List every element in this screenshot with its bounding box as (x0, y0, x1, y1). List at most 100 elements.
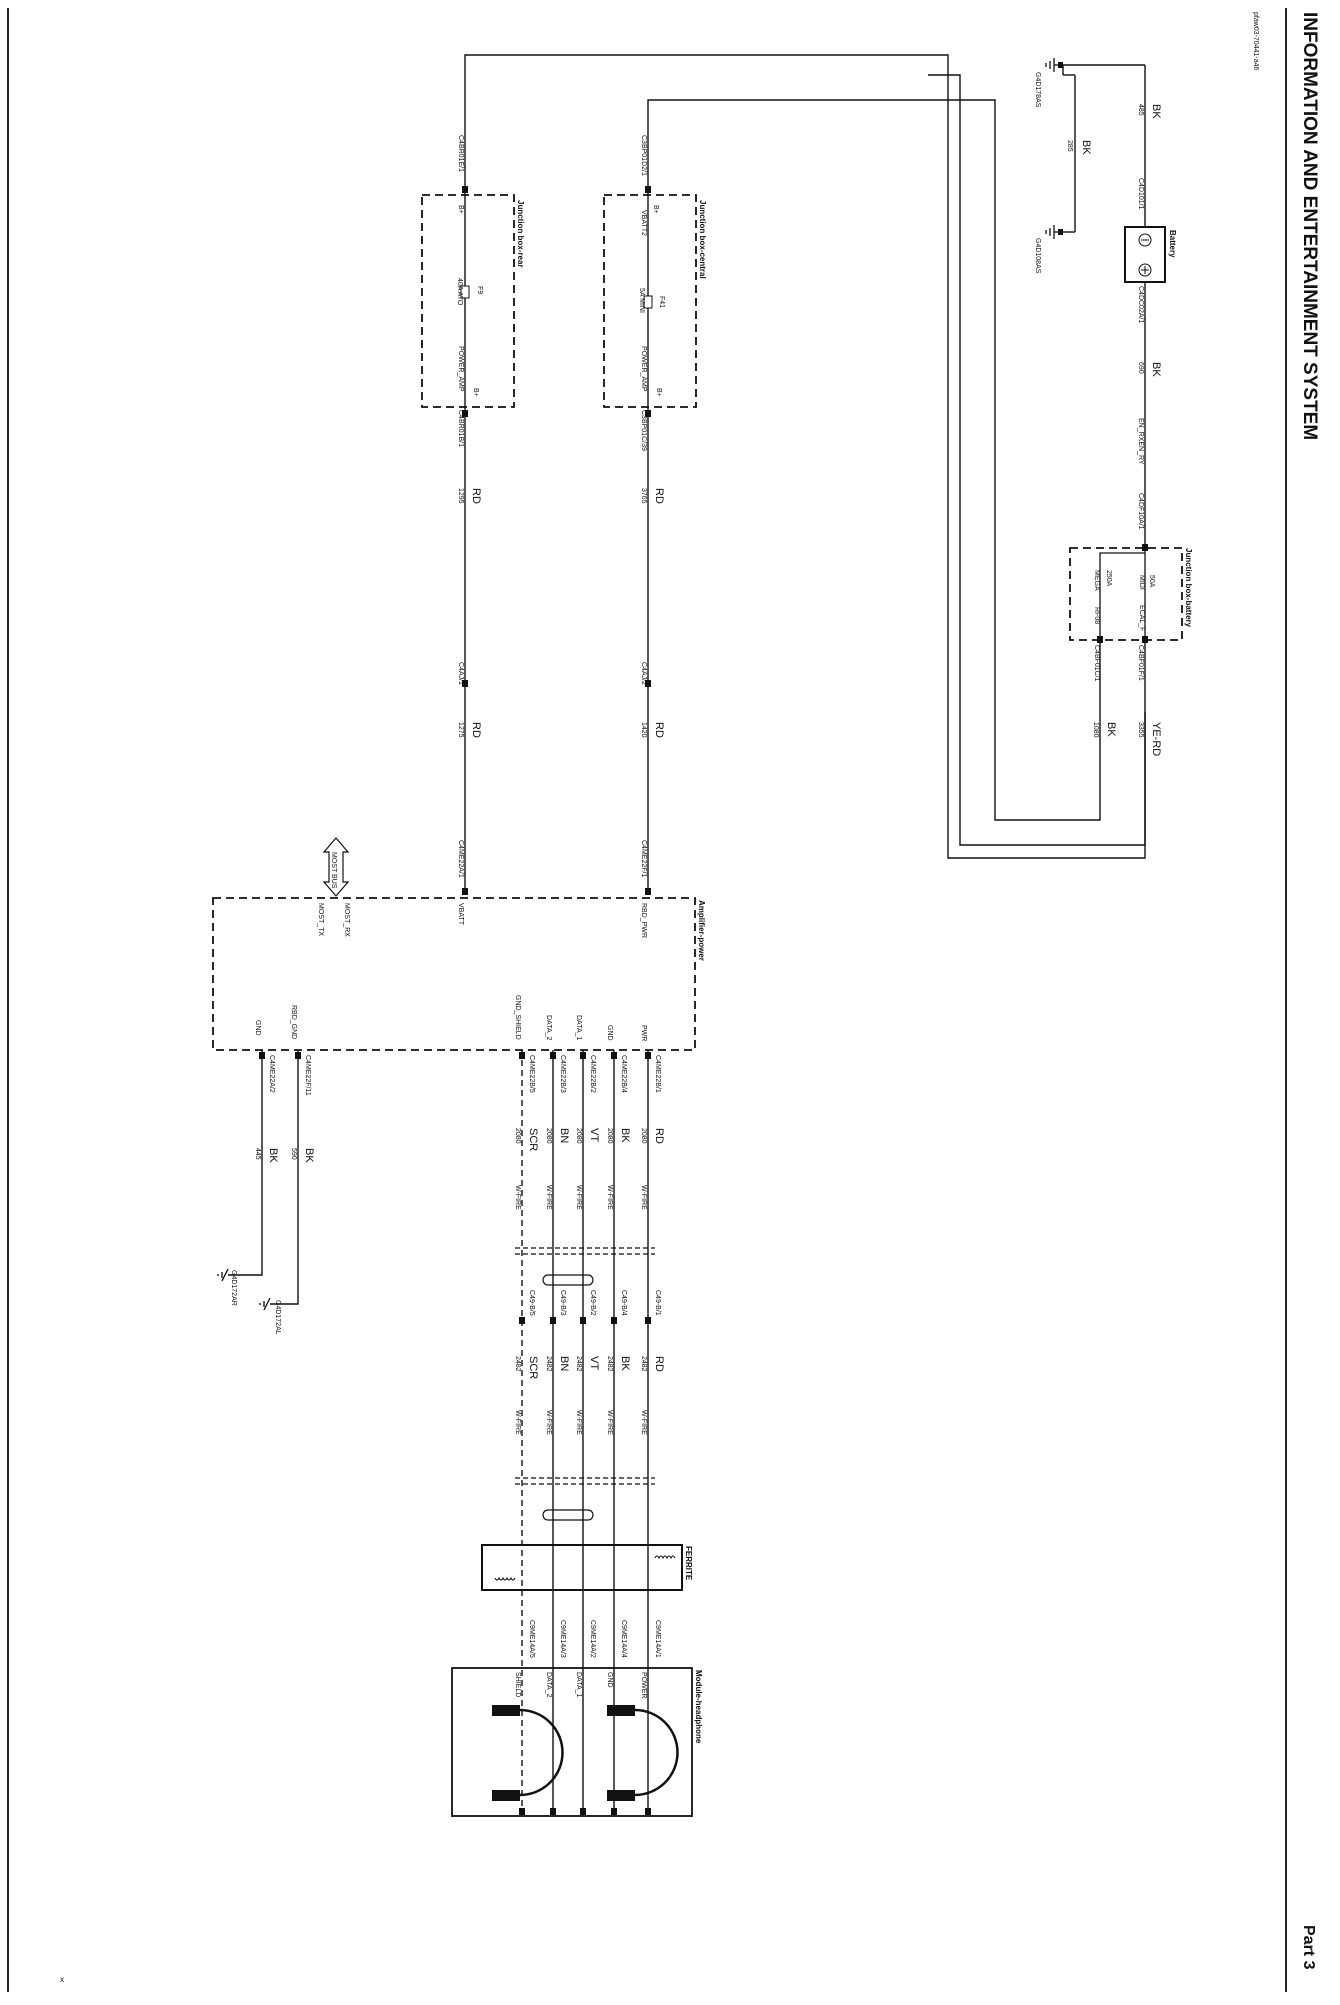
junction-battery-internal (1099, 548, 1146, 640)
harness1-color-1: RD (653, 1128, 665, 1144)
module-headphone (451, 1667, 693, 1817)
harness2-color-4: BN (558, 1356, 570, 1371)
ferrite (481, 1544, 683, 1591)
wire-bk-1080-color: BK (1105, 722, 1117, 737)
inline-pin-2: C49-B/4 (620, 1290, 627, 1316)
wire-bk-690-color: BK (1150, 362, 1162, 377)
ground-wire-2-size: 445 (254, 1148, 261, 1160)
junction-central-out-label: POWER_AMP (640, 346, 647, 392)
fuse-50a-pin: ECAL_F (1138, 605, 1145, 631)
fuse-50a-rating: 50A (1148, 575, 1155, 588)
harness2-size-2: 2482 (606, 1356, 613, 1372)
inline-pin-1: C49-B/1 (654, 1290, 661, 1316)
harness2-color-2: BK (619, 1356, 631, 1371)
amplifier-power (212, 897, 696, 1051)
page-part: Part 3 (1300, 1925, 1317, 1970)
junction-box-central-title: Junction box-central (698, 200, 707, 279)
harness2-color-5: SCR (527, 1356, 539, 1379)
wire-rd-1295-size: 1295 (457, 488, 464, 504)
harness1-spec-4: W-FIRE (545, 1185, 552, 1210)
ferrite-coil-symbols (494, 1555, 676, 1581)
fuse-250a-pin: RF08 (1093, 607, 1100, 624)
amp-pin-1-id: C4ME22B/1 (654, 1055, 661, 1093)
harness2-spec-3: W-FIRE (575, 1410, 582, 1435)
amp-vbatt-pin: C4ME22A/1 (457, 840, 464, 878)
amp-pin-1-label: PWR (640, 1025, 647, 1041)
wire-bk-485-color: BK (1150, 104, 1162, 119)
junction-central-out-b-label: B+ (655, 388, 662, 397)
amp-ground-wires (228, 1050, 299, 1305)
junction-central-out-pin: C3BP01C/39 (640, 410, 647, 451)
harness2-size-1: 2482 (640, 1356, 647, 1372)
junction-box-rear (421, 194, 515, 408)
harness-break-1 (515, 1247, 655, 1255)
ground-wire-1-ground: G4D172AL (274, 1300, 281, 1335)
headphone-pin-5-id: C9ME14A/5 (528, 1620, 535, 1658)
wire-bk-1080-size: 1080 (1092, 722, 1099, 738)
amp-pin-4-label: DATA_2 (545, 1015, 552, 1041)
harness1-spec-3: W-FIRE (575, 1185, 582, 1210)
harness2-spec-5: W-FIRE (514, 1410, 521, 1435)
amp-rbd-gnd-pin: C4ME22F/11 (304, 1055, 311, 1096)
harness2-size-5: 2482 (514, 1356, 521, 1372)
wire-ye-rd-color: YE-RD (1150, 722, 1162, 756)
harness1-color-5: SCR (527, 1128, 539, 1151)
fuse-f41-symbol (643, 295, 653, 309)
most-bus-label: MOST BUS (330, 852, 337, 889)
harness1-color-3: VT (588, 1128, 600, 1142)
fuse-50a-type: MIDI (1138, 575, 1145, 590)
fuse-250a-rating: 250A (1105, 570, 1112, 587)
headphone-pin-2-id: C9ME14A/4 (620, 1620, 627, 1658)
junction-box-battery-title: Junction box-battery (1184, 548, 1193, 628)
fuse-f9-rating: 40A ATO (456, 278, 463, 306)
most-bus-arrow (322, 837, 350, 897)
page-title: INFORMATION AND ENTERTAINMENT SYSTEM (1299, 12, 1320, 440)
ground-wire-1-color: BK (303, 1148, 315, 1163)
ground-g4d178as-label: G4D178AS (1034, 72, 1041, 108)
harness1-size-3: 2080 (575, 1128, 582, 1144)
wire-rd-1275-size: 1275 (457, 722, 464, 738)
harness1-size-5: 2080 (514, 1128, 521, 1144)
headphone-icon (492, 1705, 564, 1801)
ground-wire-1-size: 590 (290, 1148, 297, 1160)
harness1-size-1: 2080 (640, 1128, 647, 1144)
amp-rbd-label: RBD_PWR (640, 903, 647, 938)
battery-neg-pin: C4D101/1 (1137, 178, 1144, 210)
module-headphone-title: Module-headphone (694, 1670, 703, 1744)
amp-vbatt-label: VBATT (457, 903, 464, 926)
inline-pin-5: C49-B/5 (528, 1290, 535, 1316)
harness2-spec-2: W-FIRE (606, 1410, 613, 1435)
harness1-color-2: BK (619, 1128, 631, 1143)
junction-central-in-pin: C3BP01D2/1 (640, 135, 647, 176)
battery-positive-terminal (1138, 263, 1152, 277)
amp-pin-4-id: C4ME22B/3 (559, 1055, 566, 1093)
harness2-spec-1: W-FIRE (640, 1410, 647, 1435)
amp-pin-5-label: GND_SHIELD (514, 995, 521, 1040)
junction-battery-wiring (464, 54, 1146, 859)
harness2-color-3: VT (588, 1356, 600, 1370)
junction-rear-in-label: B+ (457, 205, 464, 214)
feed-label: EN_RXEN_RY (1137, 418, 1144, 465)
wire-bk-285-color: BK (1080, 140, 1092, 155)
battery (1124, 226, 1166, 283)
amp-pin-2-label: GND (606, 1025, 613, 1041)
pin-markers (462, 186, 1148, 895)
wire-bk-285-size: 285 (1066, 140, 1073, 152)
ground-wire-2-color: BK (267, 1148, 279, 1163)
battery-pos-pin: C4DC02A/1 (1137, 286, 1144, 323)
wire-rd-1420-color: RD (653, 722, 665, 738)
harness1-spec-2: W-FIRE (606, 1185, 613, 1210)
amp-rbd-pin: C4ME22F/1 (640, 840, 647, 877)
harness1-spec-5: W-FIRE (514, 1185, 521, 1210)
fuse-f9-symbol (460, 285, 470, 299)
junction-box-rear-title: Junction box-rear (516, 200, 525, 268)
wire-bk-485-size: 485 (1137, 104, 1144, 116)
amp-pin-2-id: C4ME22B/4 (620, 1055, 627, 1093)
harness-pin-markers (259, 1052, 651, 1815)
doc-reference: pfaw03-70441-a46 (1252, 12, 1259, 70)
fuse-f9-id: F9 (476, 286, 483, 294)
junction-battery-out-pin-b: C4BF01C/1 (1093, 645, 1100, 682)
headphone-pin-1-label: POWER (640, 1672, 647, 1698)
wire-bk-690-size: 690 (1137, 362, 1144, 374)
